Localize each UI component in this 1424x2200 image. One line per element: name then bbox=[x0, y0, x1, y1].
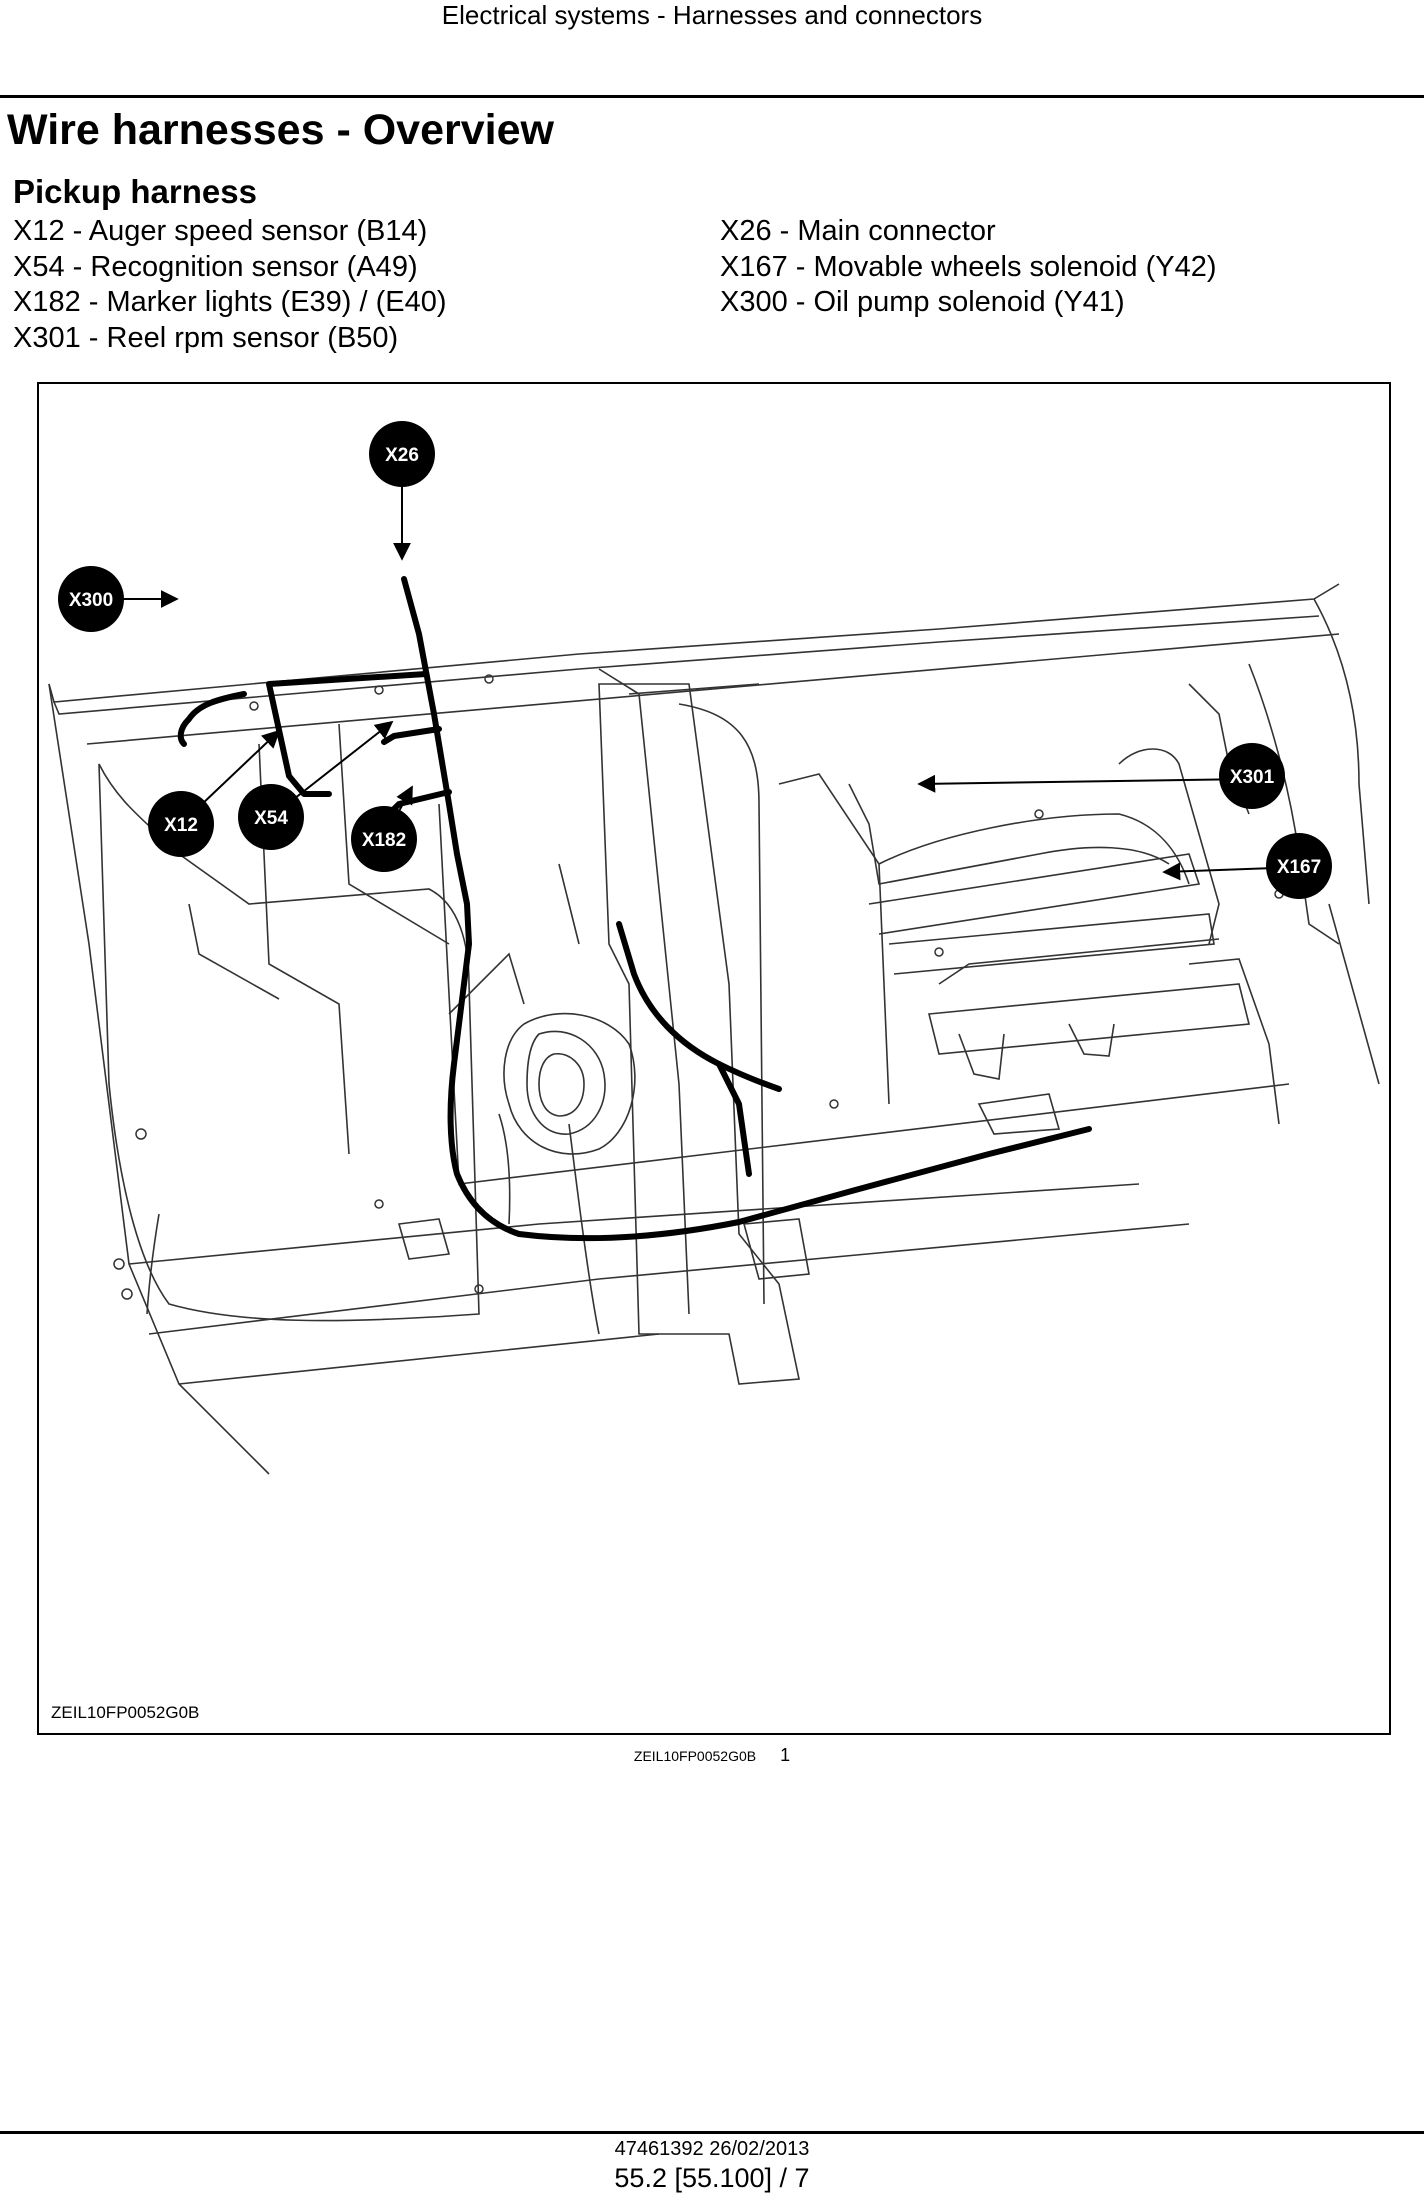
figure-caption-code: ZEIL10FP0052G0B bbox=[633, 1748, 757, 1764]
fasteners bbox=[113, 674, 1284, 1300]
callout-label: X167 bbox=[1277, 857, 1321, 878]
section-header: Electrical systems - Harnesses and conne… bbox=[441, 0, 983, 30]
connector-list-right: X26 - Main connector X167 - Movable whee… bbox=[720, 214, 1217, 321]
connector-item: X54 - Recognition sensor (A49) bbox=[13, 250, 418, 283]
connector-item: X26 - Main connector bbox=[720, 215, 996, 247]
callout-label: X301 bbox=[1230, 767, 1275, 788]
callout-x301: X301 bbox=[1219, 743, 1285, 809]
callout-label: X26 bbox=[385, 445, 419, 466]
callout-x182: X182 bbox=[351, 806, 417, 872]
callout-label: X54 bbox=[254, 808, 288, 829]
harness-illustration: X26 X300 X12 X54 X182 X301 X167 bbox=[48, 421, 1380, 1475]
wire-harness bbox=[177, 576, 1092, 1242]
connector-item: X12 - Auger speed sensor (B14) bbox=[13, 215, 428, 247]
connector-list-left: X12 - Auger speed sensor (B14) X54 - Rec… bbox=[13, 214, 447, 356]
page-reference: 55.2 [55.100] / 7 bbox=[614, 2163, 810, 2193]
figure-caption: ZEIL10FP0052G0B 1 bbox=[0, 1746, 1424, 1765]
harness-title: Pickup harness bbox=[13, 173, 257, 210]
callout-x26: X26 bbox=[369, 421, 435, 487]
figure-image-code: ZEIL10FP0052G0B bbox=[51, 1703, 200, 1722]
machine-outline bbox=[48, 583, 1380, 1475]
callout-label: X300 bbox=[69, 590, 113, 611]
callout-label: X182 bbox=[362, 830, 406, 851]
document-reference: 47461392 26/02/2013 bbox=[614, 2138, 810, 2160]
connector-item: X300 - Oil pump solenoid (Y41) bbox=[720, 286, 1125, 318]
callout-x54: X54 bbox=[238, 784, 304, 850]
callout-label: X12 bbox=[164, 815, 198, 836]
connector-item: X301 - Reel rpm sensor (B50) bbox=[13, 321, 399, 354]
figure-caption-number: 1 bbox=[780, 1745, 791, 1765]
callout-x12: X12 bbox=[148, 791, 214, 857]
connector-item: X167 - Movable wheels solenoid (Y42) bbox=[720, 250, 1217, 283]
header-divider bbox=[0, 95, 1424, 98]
callout-x300: X300 bbox=[58, 566, 124, 632]
page-title: Wire harnesses - Overview bbox=[7, 106, 554, 154]
connector-item: X182 - Marker lights (E39) / (E40) bbox=[13, 286, 447, 318]
footer-divider bbox=[0, 2131, 1424, 2134]
callout-x167: X167 bbox=[1266, 833, 1332, 899]
harness-diagram: X26 X300 X12 X54 X182 X301 X167 ZEIL10FP… bbox=[37, 382, 1391, 1735]
